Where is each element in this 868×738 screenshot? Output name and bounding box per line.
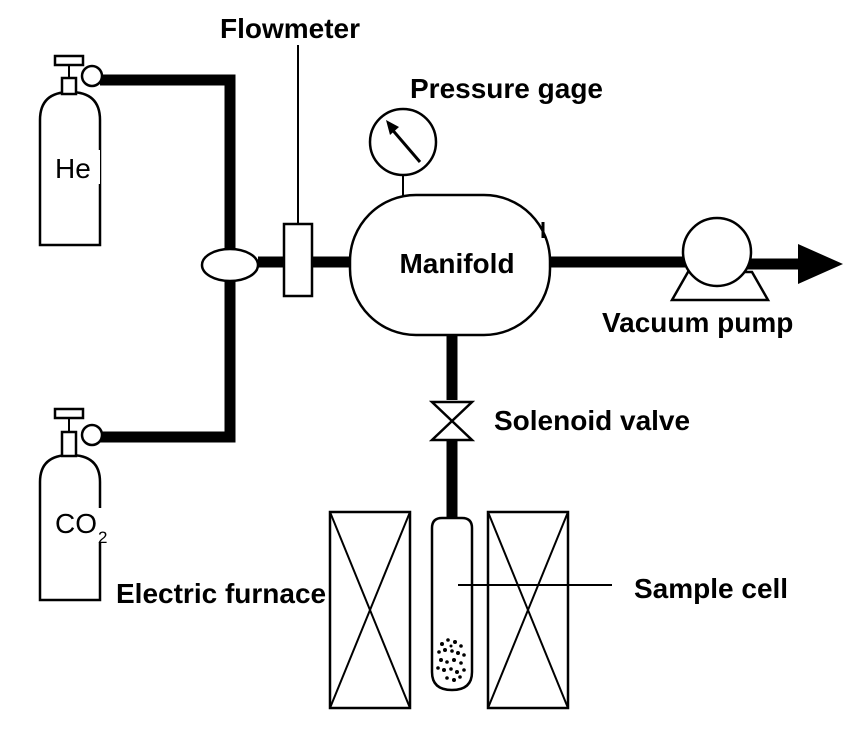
sample-cell: Sample cell bbox=[430, 516, 788, 692]
flowmeter-body bbox=[282, 222, 314, 298]
sample-cell-label: Sample cell bbox=[634, 573, 788, 604]
solenoid-valve-label: Solenoid valve bbox=[494, 405, 690, 436]
vacuum-pump-icon bbox=[681, 216, 753, 288]
he-cylinder-cap bbox=[53, 54, 85, 67]
flowmeter: Flowmeter bbox=[220, 13, 360, 298]
pipe-he-line bbox=[100, 74, 236, 262]
pressure-gage-label: Pressure gage bbox=[410, 73, 603, 104]
pipe-co2-line bbox=[100, 262, 236, 443]
electric-furnace-label: Electric furnace bbox=[116, 578, 326, 609]
he-cylinder-label: He bbox=[55, 153, 91, 184]
he-gas-cylinder: He bbox=[38, 54, 104, 247]
solenoid-valve: Solenoid valve bbox=[428, 400, 690, 442]
sample-particles-icon bbox=[436, 638, 466, 682]
exhaust-arrow-icon bbox=[798, 244, 843, 284]
co2-gas-cylinder: CO2 bbox=[38, 407, 118, 602]
co2-subscript: 2 bbox=[98, 528, 107, 547]
manifold-label: Manifold bbox=[399, 248, 514, 279]
he-valve-knob-icon bbox=[80, 64, 104, 88]
sample-cell-tube bbox=[430, 516, 474, 692]
manifold-body bbox=[348, 193, 552, 337]
pressure-gage: Pressure gage bbox=[368, 73, 603, 200]
vacuum-pump: Vacuum pump bbox=[602, 216, 793, 338]
co2-valve-knob-icon bbox=[80, 423, 104, 447]
manifold: Manifold bbox=[348, 193, 552, 337]
electric-furnace: Electric furnace bbox=[116, 510, 570, 710]
solenoid-valve-icon bbox=[428, 400, 476, 442]
he-cylinder-neck bbox=[60, 76, 78, 96]
co2-formula: CO bbox=[55, 508, 97, 539]
flowmeter-label: Flowmeter bbox=[220, 13, 360, 44]
co2-cylinder-cap bbox=[53, 407, 85, 420]
co2-cylinder-label: CO2 bbox=[55, 508, 107, 547]
gas-junction bbox=[200, 247, 260, 283]
co2-cylinder-neck bbox=[60, 430, 78, 458]
vacuum-pump-label: Vacuum pump bbox=[602, 307, 793, 338]
